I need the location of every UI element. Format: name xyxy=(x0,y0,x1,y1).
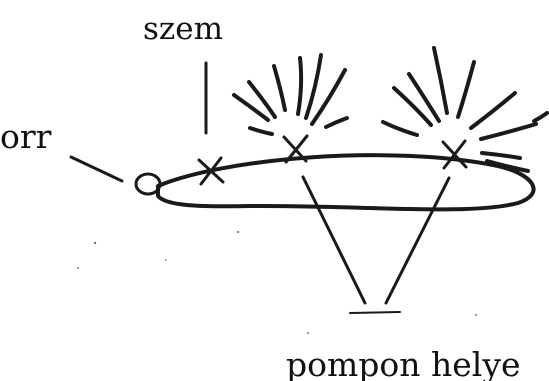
nose-leader-line xyxy=(71,157,122,181)
pompon-label: pompon helye xyxy=(286,345,521,381)
nose-label: orr xyxy=(0,117,52,156)
eye-label: szem xyxy=(143,11,223,47)
pompon-fluff-2 xyxy=(383,48,547,171)
pompon-leader-line-right xyxy=(386,178,449,303)
scan-specks xyxy=(77,231,477,334)
pompon-baseline-tick xyxy=(350,312,400,313)
pompon-leader-line-left xyxy=(303,177,365,303)
pompon-mark-2 xyxy=(443,141,466,168)
pompon-fluff-1 xyxy=(234,55,347,134)
caterpillar-body xyxy=(158,155,534,209)
nose-circle xyxy=(136,174,160,194)
